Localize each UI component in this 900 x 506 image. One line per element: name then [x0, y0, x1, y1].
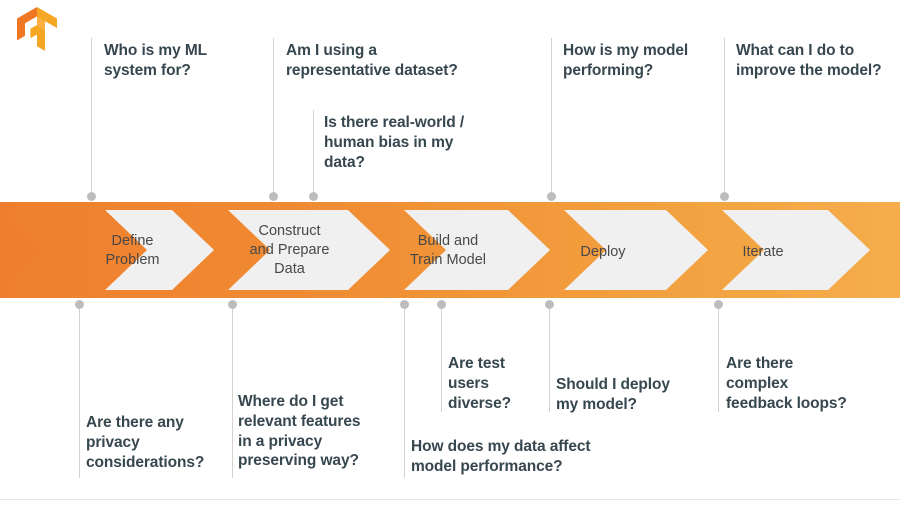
tensorflow-logo-icon [16, 6, 58, 52]
connector-dot-who-is-my-ml-system-for [87, 192, 96, 201]
connector-dot-privacy-considerations [75, 300, 84, 309]
connector-line-representative-dataset [273, 38, 274, 196]
connector-dot-representative-dataset [269, 192, 278, 201]
question-label-should-i-deploy-my-model: Should I deploy my model? [556, 376, 670, 413]
connector-line-who-is-my-ml-system-for [91, 38, 92, 196]
chevron-deploy [564, 210, 708, 290]
question-label-data-affect-model-performance: How does my data affect model performanc… [411, 438, 591, 475]
connector-dot-relevant-features-privacy [228, 300, 237, 309]
question-label-improve-the-model: What can I do to improve the model? [736, 42, 882, 79]
question-label-complex-feedback-loops: Are there complex feedback loops? [726, 355, 847, 412]
stage-label-construct-prepare: Construct and Prepare Data [249, 223, 330, 278]
connector-line-relevant-features-privacy [232, 304, 233, 478]
question-label-real-world-human-bias: Is there real-world / human bias in my d… [324, 114, 465, 171]
connector-dot-should-i-deploy-my-model [545, 300, 554, 309]
connector-dot-data-affect-model-performance [400, 300, 409, 309]
connector-line-test-users-diverse [441, 304, 442, 412]
footer-divider [0, 499, 900, 500]
connector-line-complex-feedback-loops [718, 304, 719, 412]
chevron-construct-prepare [228, 210, 390, 290]
connector-line-should-i-deploy-my-model [549, 304, 550, 412]
chevron-define-problem [105, 210, 214, 290]
connector-line-improve-the-model [724, 38, 725, 196]
stage-label-iterate: Iterate [742, 244, 784, 260]
question-label-who-is-my-ml-system-for: Who is my ML system for? [104, 42, 207, 79]
pipeline-chevrons [0, 210, 870, 290]
question-label-privacy-considerations: Are there any privacy considerations? [86, 414, 205, 471]
stage-label-deploy: Deploy [580, 244, 626, 260]
connector-dot-improve-the-model [720, 192, 729, 201]
question-label-relevant-features-privacy: Where do I get relevant features in a pr… [238, 393, 361, 470]
connector-dot-real-world-human-bias [309, 192, 318, 201]
chevron-iterate [722, 210, 870, 290]
connector-line-how-is-my-model-performing [551, 38, 552, 196]
connector-dot-how-is-my-model-performing [547, 192, 556, 201]
chevron-build-train [404, 210, 550, 290]
connector-line-privacy-considerations [79, 304, 80, 478]
question-label-test-users-diverse: Are test users diverse? [448, 355, 511, 412]
connector-dot-complex-feedback-loops [714, 300, 723, 309]
question-label-how-is-my-model-performing: How is my model performing? [563, 42, 689, 79]
stage-label-build-train: Build and Train Model [409, 233, 487, 269]
connector-dot-test-users-diverse [437, 300, 446, 309]
connector-line-real-world-human-bias [313, 110, 314, 196]
connector-line-data-affect-model-performance [404, 304, 405, 478]
question-label-representative-dataset: Am I using a representative dataset? [286, 42, 458, 79]
stage-label-define-problem: Define Problem [105, 233, 160, 269]
